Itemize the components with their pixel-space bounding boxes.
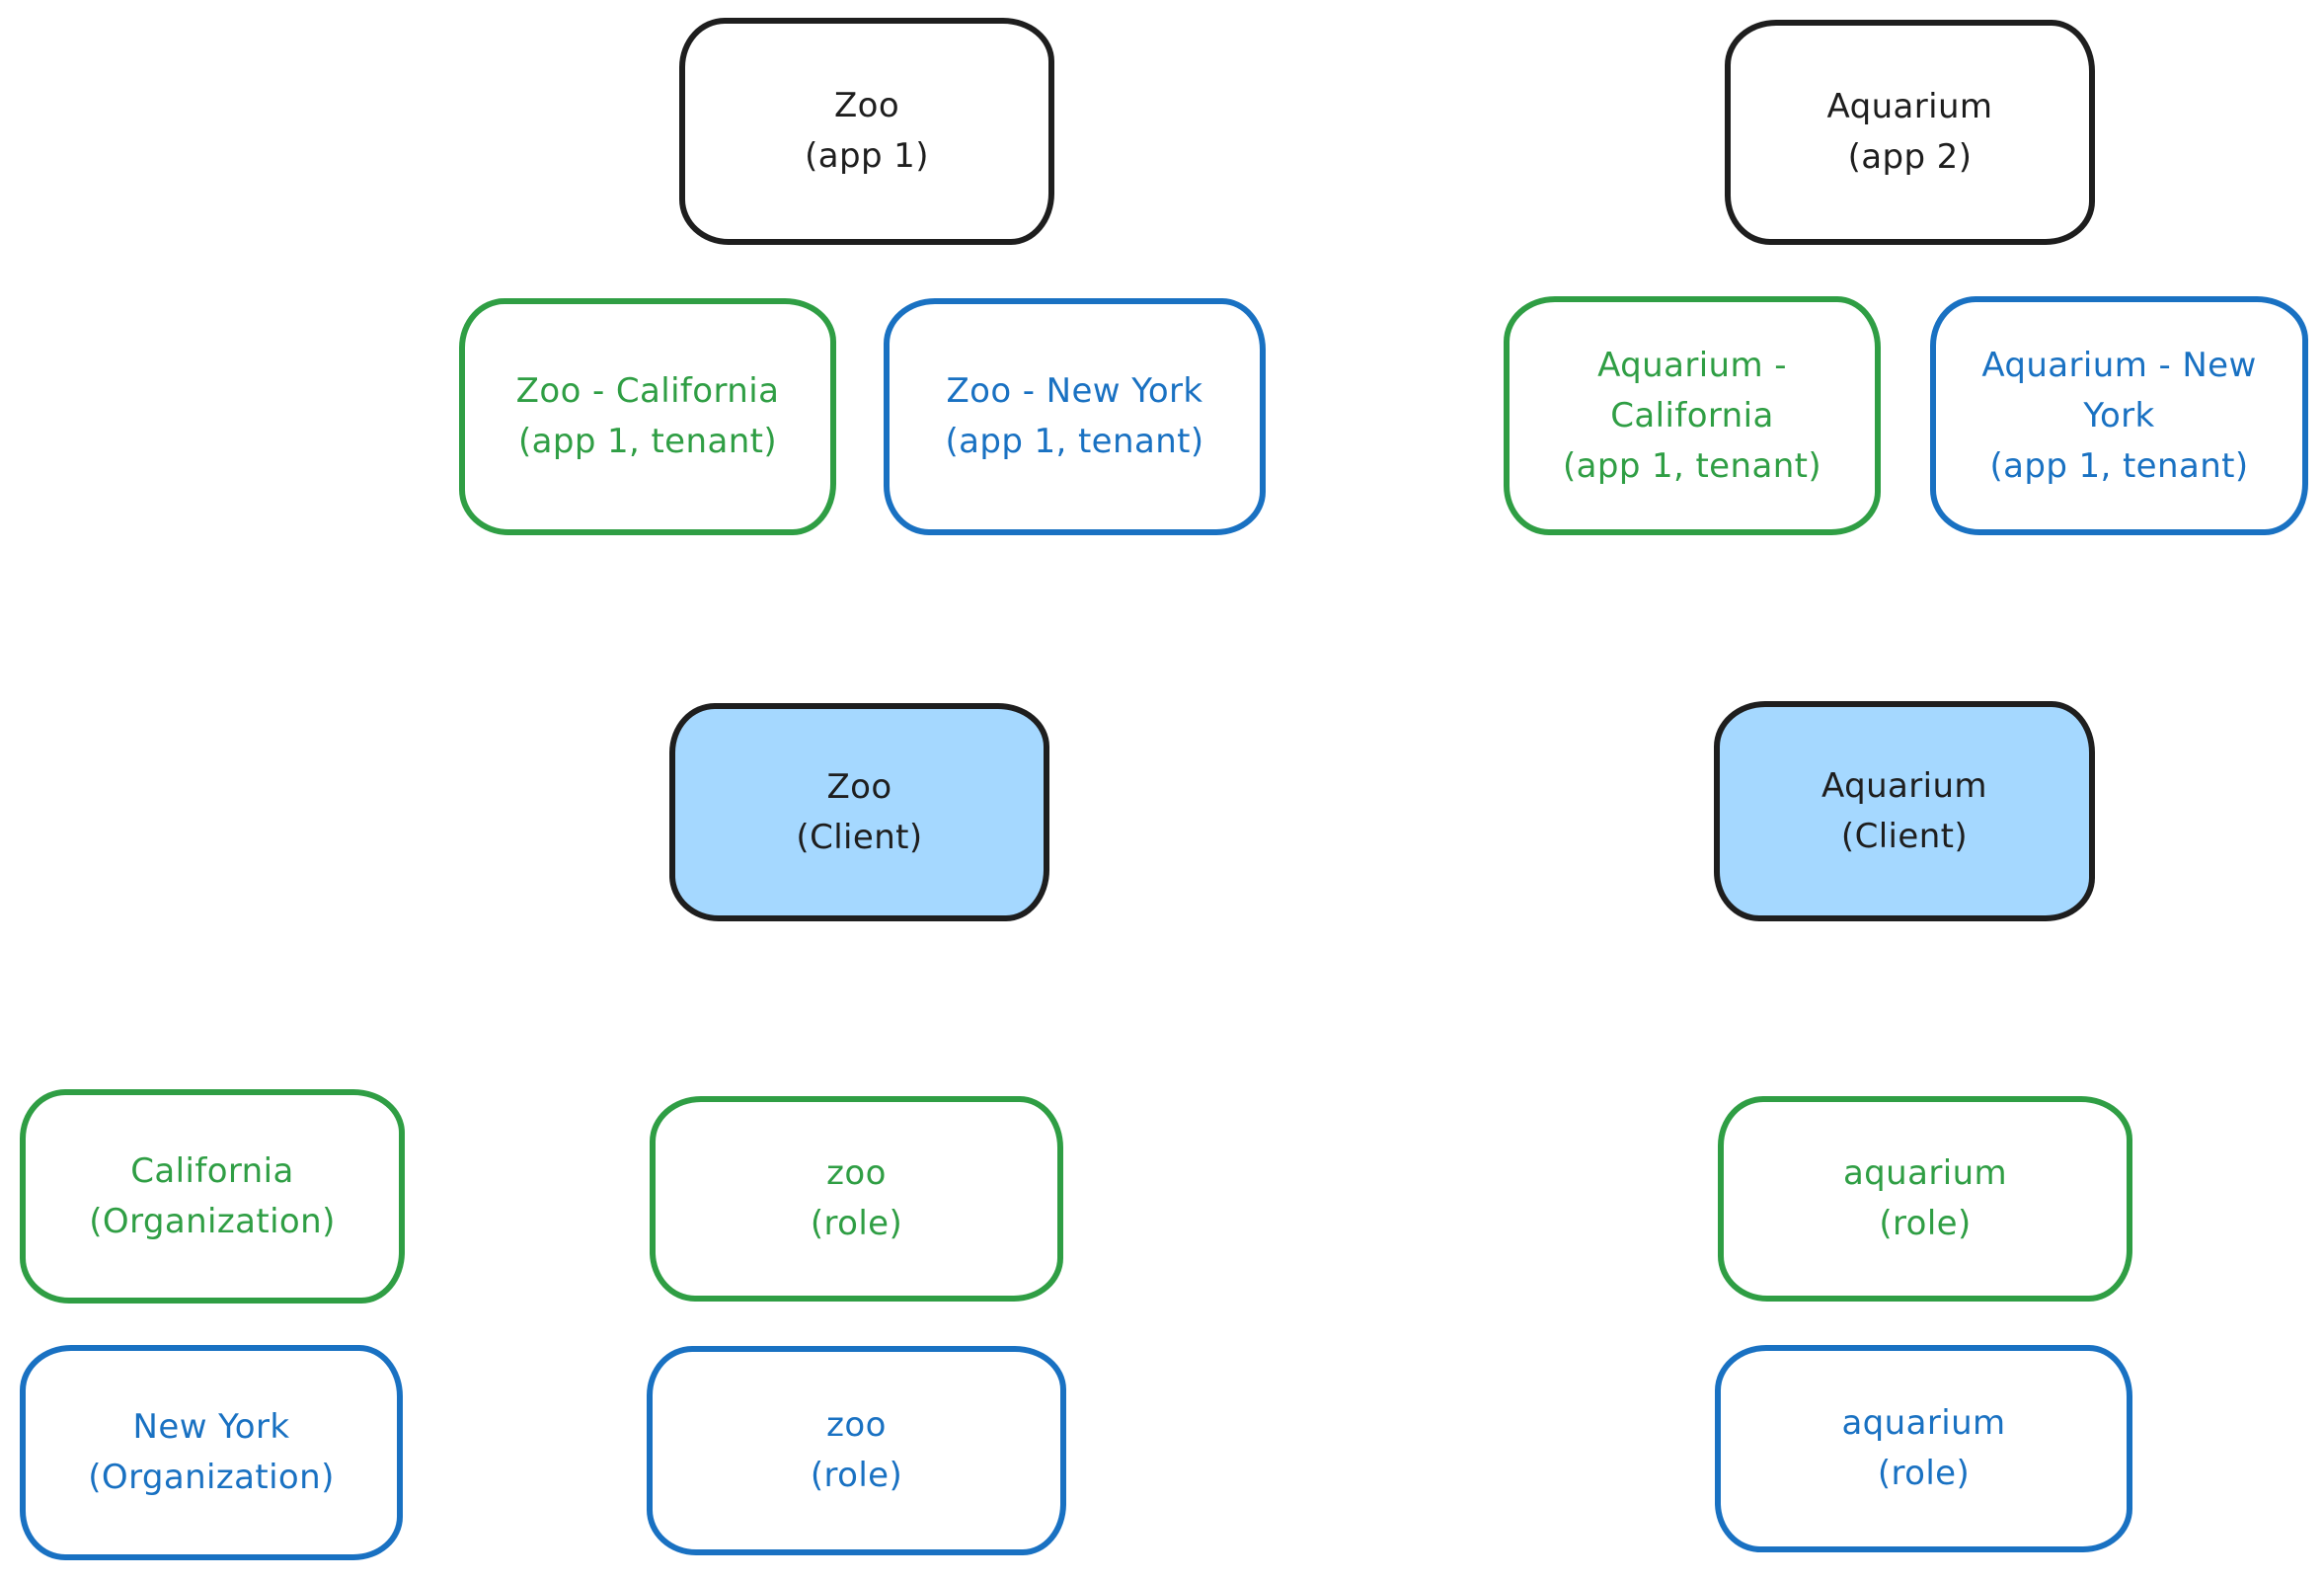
box-zoo-client-label: Zoo (Client) bbox=[796, 762, 922, 863]
text-line: (role) bbox=[810, 1204, 903, 1243]
text-line: (role) bbox=[1877, 1454, 1971, 1493]
text-line: Aquarium - New bbox=[1981, 345, 2257, 385]
text-line: York bbox=[2083, 395, 2155, 435]
text-line: (Organization) bbox=[89, 1201, 336, 1241]
text-line: Aquarium - bbox=[1597, 345, 1787, 385]
box-aquarium-role-green-label: aquarium (role) bbox=[1843, 1148, 2007, 1249]
box-zoo-role-green: zoo (role) bbox=[650, 1096, 1063, 1302]
box-aquarium-app2-label: Aquarium (app 2) bbox=[1827, 82, 1993, 183]
box-new-york-organization-label: New York (Organization) bbox=[88, 1402, 335, 1503]
text-line: aquarium bbox=[1842, 1153, 2008, 1193]
text-line: (app 1, tenant) bbox=[1562, 445, 1822, 486]
text-line: Zoo - California bbox=[515, 371, 780, 411]
box-aquarium-role-green: aquarium (role) bbox=[1718, 1096, 2132, 1302]
text-line: (app 2) bbox=[1847, 137, 1973, 177]
text-line: aquarium bbox=[1841, 1403, 2006, 1443]
text-line: (app 1, tenant) bbox=[945, 422, 1204, 461]
text-line: (Client) bbox=[796, 817, 923, 857]
box-aquarium-client: Aquarium (Client) bbox=[1714, 701, 2095, 921]
box-california-organization-label: California (Organization) bbox=[89, 1146, 336, 1247]
box-zoo-app1-label: Zoo (app 1) bbox=[805, 81, 929, 182]
text-line: zoo bbox=[826, 1405, 887, 1445]
text-line: Aquarium bbox=[1821, 765, 1987, 806]
box-zoo-role-blue-label: zoo (role) bbox=[811, 1400, 902, 1501]
text-line: California bbox=[130, 1150, 294, 1191]
box-zoo-california-tenant-label: Zoo - California (app 1, tenant) bbox=[516, 366, 780, 467]
text-line: (app 1, tenant) bbox=[517, 422, 778, 461]
box-aquarium-california-tenant-label: Aquarium - California (app 1, tenant) bbox=[1563, 341, 1821, 492]
text-line: zoo bbox=[826, 1153, 887, 1193]
box-zoo-client: Zoo (Client) bbox=[669, 703, 1049, 921]
box-zoo-new-york-tenant-label: Zoo - New York (app 1, tenant) bbox=[945, 366, 1203, 467]
box-aquarium-app2: Aquarium (app 2) bbox=[1725, 20, 2095, 245]
box-aquarium-client-label: Aquarium (Client) bbox=[1821, 761, 1987, 862]
text-line: (Organization) bbox=[88, 1458, 335, 1497]
text-line: Zoo - New York bbox=[946, 371, 1203, 411]
text-line: Aquarium bbox=[1826, 87, 1993, 126]
text-line: New York bbox=[132, 1407, 290, 1447]
text-line: (Client) bbox=[1840, 816, 1969, 856]
text-line: Zoo bbox=[833, 86, 900, 125]
text-line: (role) bbox=[810, 1456, 903, 1495]
box-aquarium-role-blue-label: aquarium (role) bbox=[1841, 1398, 2005, 1499]
box-zoo-app1: Zoo (app 1) bbox=[679, 18, 1054, 245]
text-line: (app 1, tenant) bbox=[1989, 445, 2249, 486]
box-aquarium-california-tenant: Aquarium - California (app 1, tenant) bbox=[1504, 296, 1881, 535]
text-line: California bbox=[1610, 395, 1774, 435]
text-line: (app 1) bbox=[805, 136, 929, 176]
box-zoo-new-york-tenant: Zoo - New York (app 1, tenant) bbox=[884, 298, 1266, 535]
box-new-york-organization: New York (Organization) bbox=[20, 1345, 403, 1560]
box-zoo-role-blue: zoo (role) bbox=[647, 1346, 1066, 1555]
text-line: (role) bbox=[1879, 1204, 1972, 1243]
box-california-organization: California (Organization) bbox=[20, 1089, 405, 1304]
box-zoo-california-tenant: Zoo - California (app 1, tenant) bbox=[459, 298, 836, 535]
box-zoo-role-green-label: zoo (role) bbox=[811, 1148, 902, 1249]
box-aquarium-role-blue: aquarium (role) bbox=[1715, 1345, 2132, 1552]
text-line: Zoo bbox=[826, 766, 892, 807]
